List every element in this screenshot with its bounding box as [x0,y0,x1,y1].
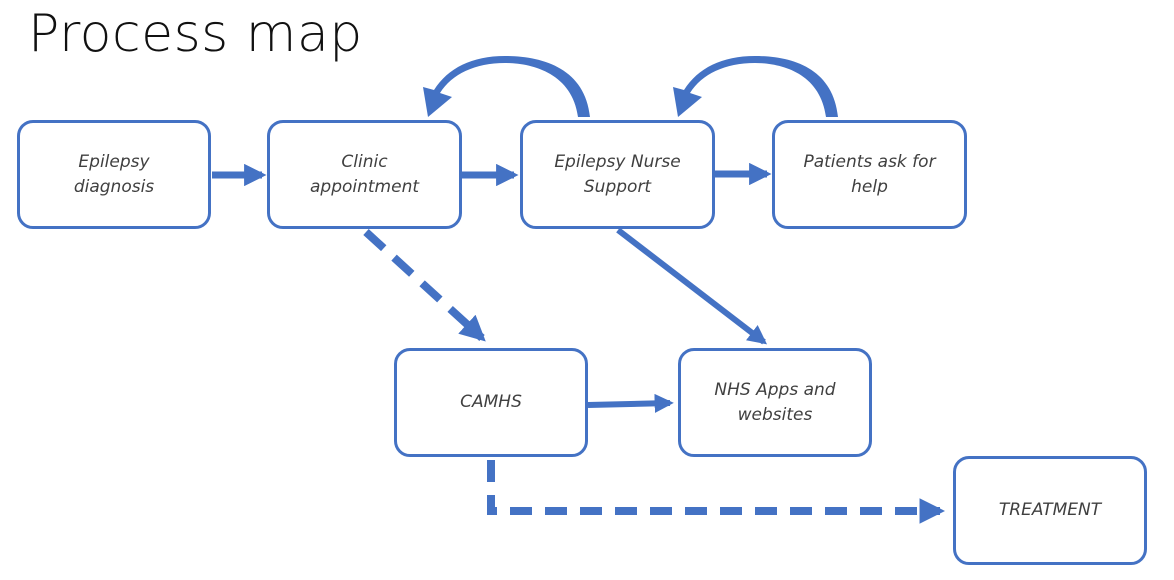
node-nhs-apps-and-websites: NHS Apps and websites [678,348,872,457]
node-label: Epilepsy diagnosis [73,151,155,197]
node-camhs: CAMHS [394,348,588,457]
node-epilepsy-nurse-support: Epilepsy Nurse Support [520,120,715,229]
curved-arrow-patients-to-nurse [673,56,838,117]
dashed-arrow-clinic-to-camhs [363,229,486,342]
arrow-nurse-to-nhs [616,227,768,345]
dashed-arrow-camhs-to-treatment [487,460,946,524]
node-label: CAMHS [460,392,522,412]
node-label: Epilepsy Nurse Support [554,151,681,197]
node-label: TREATMENT [998,500,1102,520]
node-treatment: TREATMENT [953,456,1147,565]
arrow-camhs-to-nhs [587,393,674,413]
node-epilepsy-diagnosis: Epilepsy diagnosis [17,120,211,229]
curved-arrow-nurse-to-clinic [423,56,590,117]
node-patients-ask-for-help: Patients ask for help [772,120,967,229]
node-clinic-appointment: Clinic appointment [267,120,462,229]
page-title: Process map [28,4,363,64]
node-label: Clinic appointment [309,151,420,197]
node-label: Patients ask for help [803,151,936,197]
node-label: NHS Apps and websites [714,379,836,425]
